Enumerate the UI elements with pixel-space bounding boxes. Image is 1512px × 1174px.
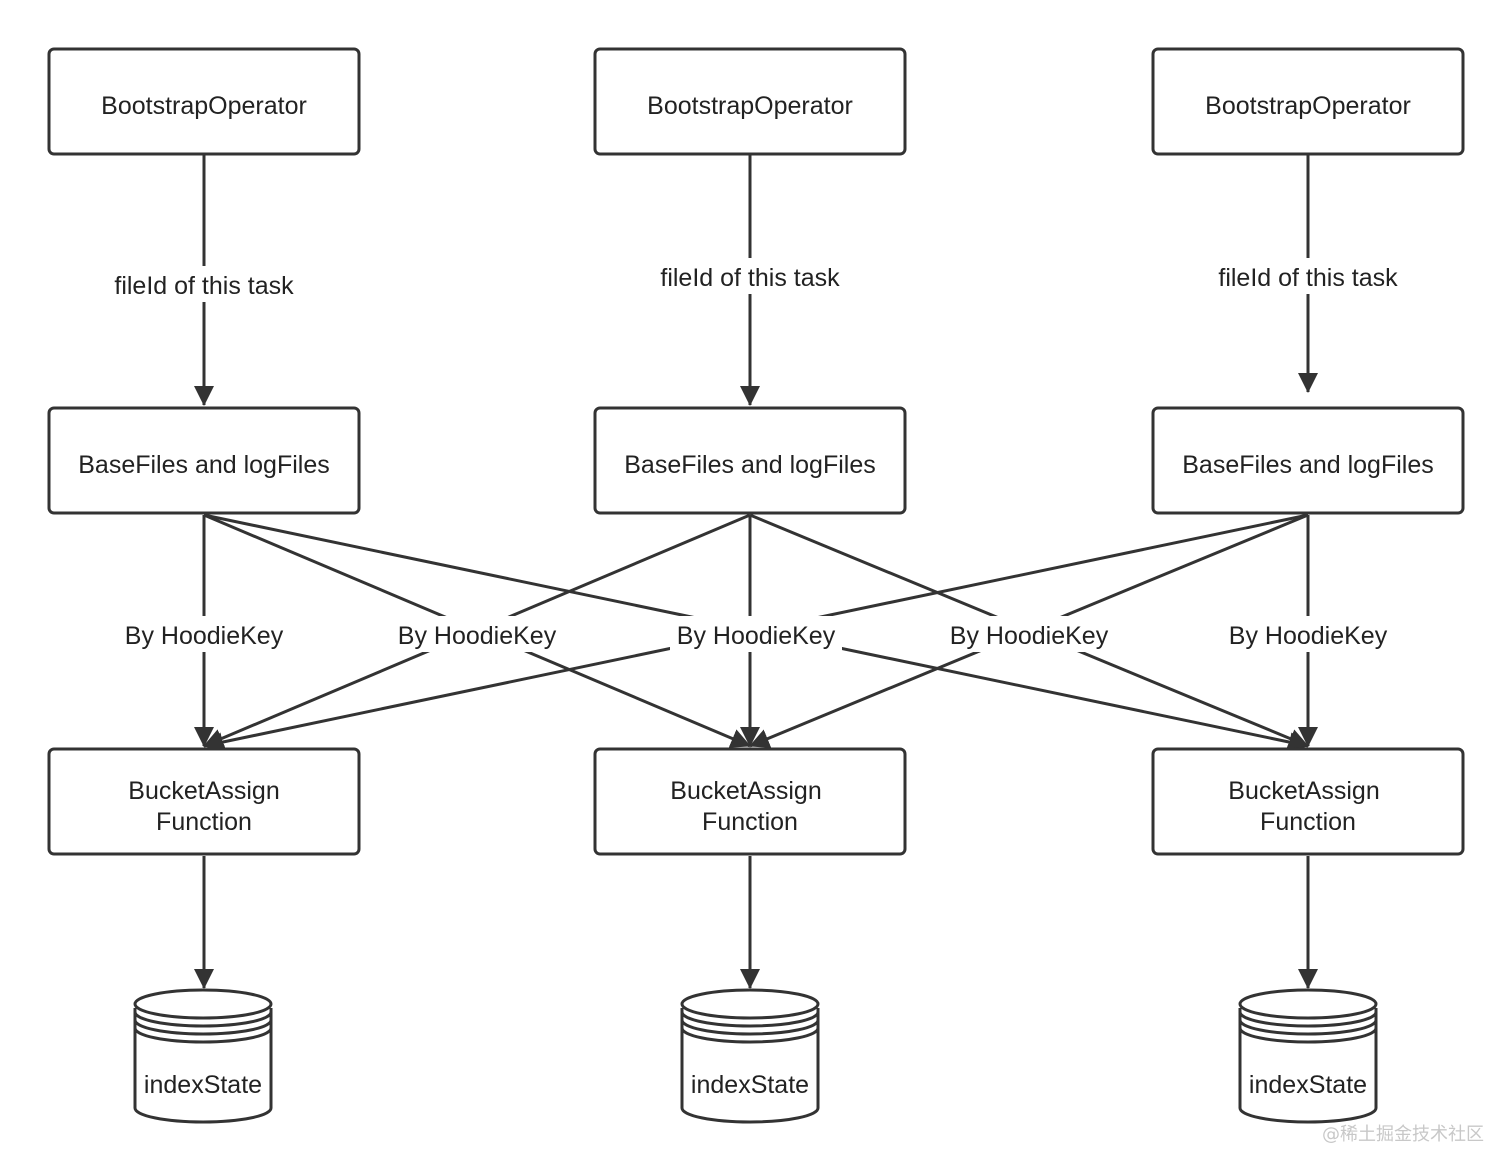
bucket-node-3-line1: BucketAssign [1228, 777, 1379, 805]
bootstrap-node-1-label: BootstrapOperator [101, 92, 307, 120]
watermark: @稀土掘金技术社区 [1322, 1124, 1484, 1145]
edge-label-hoodiekey-4: By HoodieKey [950, 622, 1109, 650]
edge-label-fileid-3: fileId of this task [1218, 264, 1398, 292]
bootstrap-node-2-label: BootstrapOperator [647, 92, 853, 120]
edge-label-hoodiekey-1: By HoodieKey [125, 622, 284, 650]
files-node-1[interactable]: BaseFiles and logFiles [47, 406, 361, 515]
state-node-1[interactable]: indexState [133, 988, 273, 1124]
edge-label-hoodiekey-5: By HoodieKey [1229, 622, 1388, 650]
edges-bucket-to-state [194, 856, 1318, 989]
edge-label-fileid-2: fileId of this task [660, 264, 840, 292]
bootstrap-node-2[interactable]: BootstrapOperator [593, 47, 907, 156]
files-node-1-label: BaseFiles and logFiles [78, 451, 330, 479]
bucket-node-1[interactable]: BucketAssign Function [47, 747, 361, 856]
files-node-2[interactable]: BaseFiles and logFiles [593, 406, 907, 515]
state-node-1-label: indexState [144, 1071, 262, 1099]
state-node-2[interactable]: indexState [680, 988, 820, 1124]
files-node-3-label: BaseFiles and logFiles [1182, 451, 1434, 479]
bootstrap-node-3[interactable]: BootstrapOperator [1151, 47, 1465, 156]
bootstrap-node-1[interactable]: BootstrapOperator [47, 47, 361, 156]
bucket-node-2[interactable]: BucketAssign Function [593, 747, 907, 856]
bucket-node-3-line2: Function [1260, 808, 1356, 836]
bootstrap-node-3-label: BootstrapOperator [1205, 92, 1411, 120]
bucket-node-2-line1: BucketAssign [670, 777, 821, 805]
files-nodes: BaseFiles and logFiles BaseFiles and log… [47, 406, 1465, 515]
edge-label-hoodiekey-2: By HoodieKey [398, 622, 557, 650]
bucket-nodes: BucketAssign Function BucketAssign Funct… [47, 747, 1465, 856]
bucket-node-1-line1: BucketAssign [128, 777, 279, 805]
state-node-3[interactable]: indexState [1238, 988, 1378, 1124]
bucket-node-1-line2: Function [156, 808, 252, 836]
state-node-2-label: indexState [691, 1071, 809, 1099]
hoodiekey-labels: By HoodieKey By HoodieKey By HoodieKey B… [118, 616, 1394, 652]
files-node-3[interactable]: BaseFiles and logFiles [1151, 406, 1465, 515]
bucket-node-3[interactable]: BucketAssign Function [1151, 747, 1465, 856]
state-node-3-label: indexState [1249, 1071, 1367, 1099]
fileid-labels: fileId of this task fileId of this task … [100, 258, 1411, 302]
bootstrap-nodes: BootstrapOperator BootstrapOperator Boot… [47, 47, 1465, 156]
state-nodes: indexState indexState indexState [133, 988, 1378, 1124]
files-node-2-label: BaseFiles and logFiles [624, 451, 876, 479]
bucket-node-2-line2: Function [702, 808, 798, 836]
edge-label-hoodiekey-3: By HoodieKey [677, 622, 836, 650]
edge-label-fileid-1: fileId of this task [114, 272, 294, 300]
